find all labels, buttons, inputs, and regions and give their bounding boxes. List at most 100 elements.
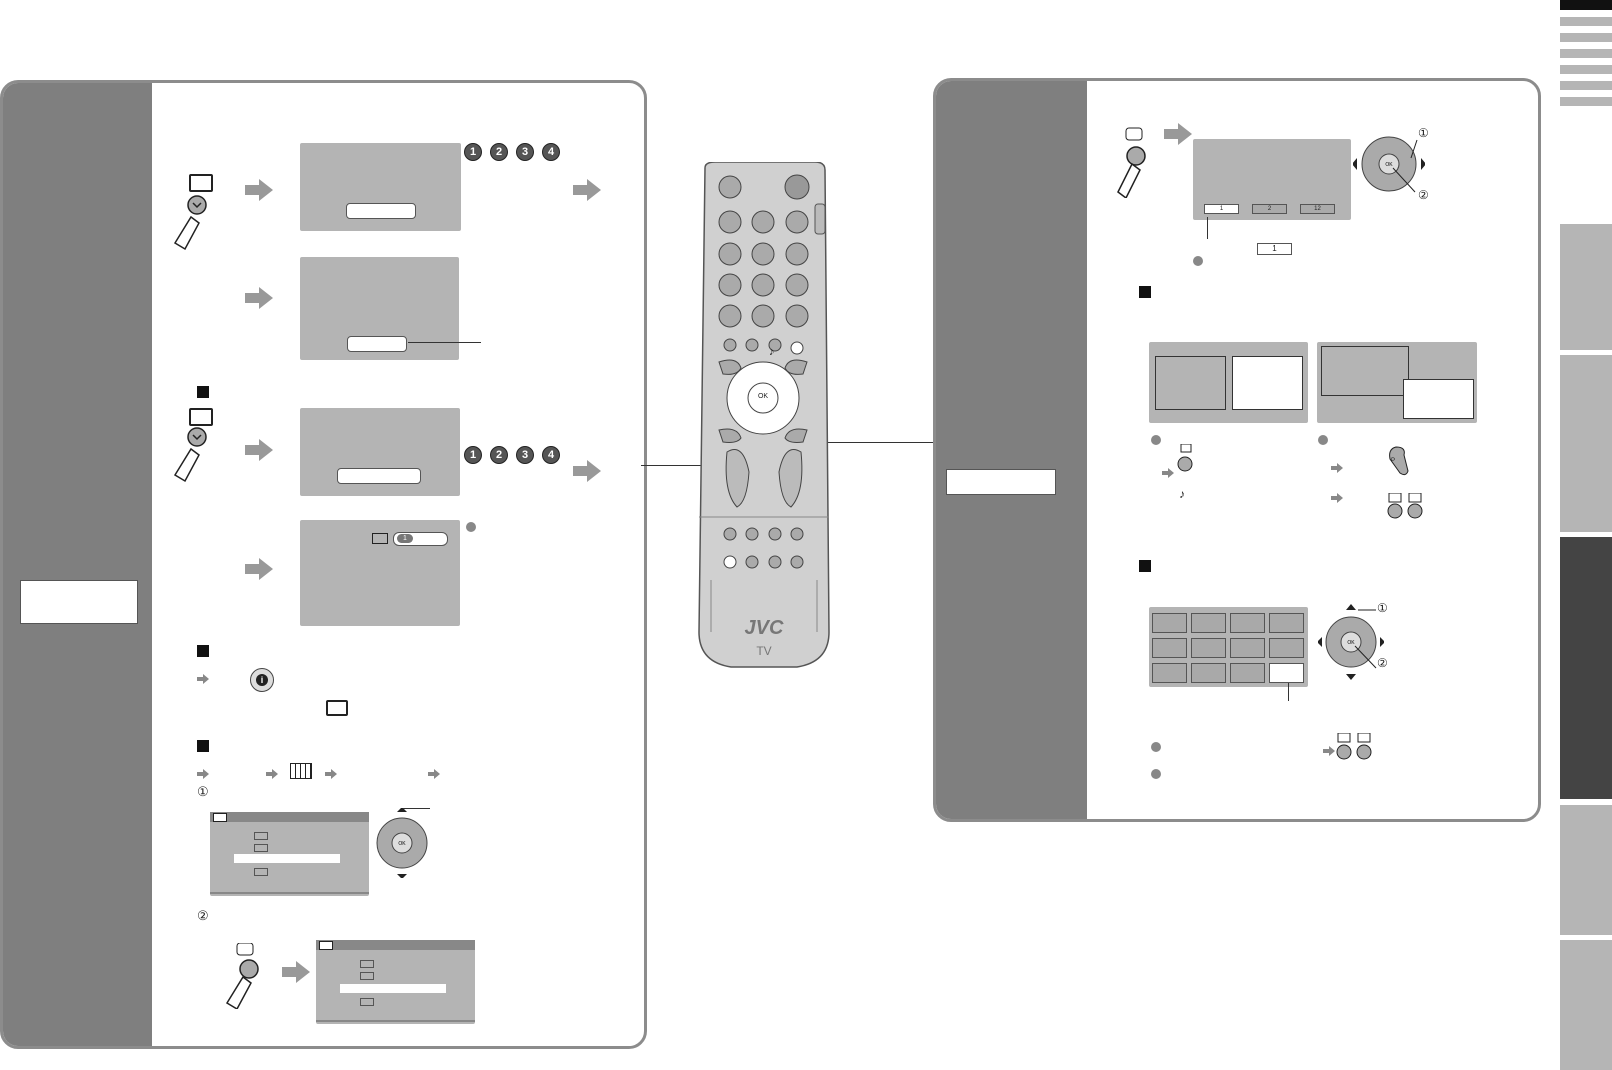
section-tab-active [1560, 537, 1612, 799]
bullet-dot [466, 522, 476, 532]
connector-line-right [802, 442, 934, 443]
svg-text:OK: OK [398, 841, 406, 847]
index-grid-screen [1149, 607, 1308, 687]
edge-tab-6 [1560, 97, 1612, 106]
book-icon [254, 844, 268, 852]
section-tab-b [1560, 355, 1612, 532]
book-icon [189, 174, 213, 192]
up-down-buttons-icon [1335, 732, 1375, 761]
dpad-control: OK [375, 807, 429, 879]
left-panel: 1 2 3 4 1 2 3 4 1 i ① [0, 80, 647, 1049]
book-icon [254, 868, 268, 876]
section-tab-c [1560, 805, 1612, 935]
arrow-right-icon [428, 766, 440, 784]
edge-tab-5 [1560, 81, 1612, 90]
menu-highlight-row [340, 984, 446, 993]
edge-tab-black [1560, 0, 1612, 10]
circled-2-bottom: ② [1377, 656, 1388, 670]
arrow-right-icon [573, 179, 601, 206]
book-icon [326, 700, 348, 716]
arrow-right-icon [245, 179, 273, 206]
tv-screen-1 [300, 143, 461, 231]
section-tab-d [1560, 940, 1612, 1070]
number-button-1b: 1 [464, 446, 482, 464]
bullet-dot [1151, 769, 1161, 779]
edge-tab-2 [1560, 33, 1612, 42]
number-button-1: 1 [464, 143, 482, 161]
section-marker [197, 386, 209, 398]
teletext-screen: 1 2 12 [1193, 139, 1351, 220]
multi-page-icon [319, 941, 333, 950]
arrow-right-icon [325, 766, 337, 784]
menu-screen-1 [210, 812, 369, 896]
arrow-right-icon [197, 766, 209, 784]
bullet-dot [1151, 435, 1161, 445]
up-down-buttons-icon [1386, 492, 1426, 519]
remote-ok-label: OK [757, 393, 769, 400]
arrow-right-icon [266, 766, 278, 784]
connector-line-left [641, 465, 721, 466]
edge-tab-3 [1560, 49, 1612, 58]
book-icon [254, 832, 268, 840]
svg-text:OK: OK [1385, 162, 1393, 168]
music-note-icon: ♪ [769, 346, 775, 358]
number-button-4: 4 [542, 143, 560, 161]
book-icon [360, 960, 374, 968]
tv-screen-4: 1 [300, 520, 460, 626]
arrow-right-icon [282, 961, 310, 988]
section-tab-a [1560, 224, 1612, 350]
circled-1: ① [197, 784, 209, 799]
multi-page-icon [290, 763, 312, 779]
section-marker [1139, 286, 1151, 298]
arrow-right-icon [573, 460, 601, 487]
page-box-12: 12 [1300, 204, 1335, 214]
arrow-right-icon [1323, 743, 1335, 761]
left-sidebar-label-box [20, 580, 138, 624]
right-panel-sidebar [936, 81, 1087, 819]
page-box-2: 2 [1252, 204, 1287, 214]
arrow-right-icon [245, 558, 273, 585]
split-screen-a [1149, 342, 1308, 423]
dpad-control: OK [1352, 124, 1426, 202]
arrow-right-icon [245, 287, 273, 314]
remote-brand-logo: JVC [744, 617, 784, 639]
right-sidebar-label-box [946, 469, 1056, 495]
bullet-dot [1193, 256, 1203, 266]
tv-screen-2 [300, 257, 459, 360]
callout-line [403, 808, 430, 809]
dpad-control: OK [1317, 604, 1385, 680]
section-marker [197, 740, 209, 752]
left-panel-sidebar [3, 83, 152, 1046]
split-button-icon [1176, 443, 1196, 474]
page-indicator-bar: 1 [393, 532, 448, 546]
multi-page-icon [213, 813, 227, 822]
info-icon: i [250, 668, 274, 692]
hand-press-icon [223, 942, 263, 1011]
screen-1-button [346, 203, 416, 219]
number-button-3b: 3 [516, 446, 534, 464]
section-marker [1139, 560, 1151, 572]
book-icon [372, 533, 388, 544]
program-label: P [1391, 458, 1396, 464]
arrow-right-icon [1164, 123, 1192, 150]
split-screen-b [1317, 342, 1477, 423]
page-box-1: 1 [1204, 204, 1239, 214]
page-caption-box: 1 [1257, 243, 1292, 255]
book-icon [360, 972, 374, 980]
arrow-right-icon [197, 671, 209, 689]
screen-3-button [337, 468, 421, 484]
program-button-icon [1386, 445, 1410, 477]
arrow-right-icon [1162, 465, 1174, 483]
callout-line [408, 342, 481, 343]
screen-2-button [347, 336, 407, 352]
menu-highlight-row [234, 854, 340, 863]
hand-press-icon [171, 425, 211, 485]
index-grid-selected-cell [1269, 663, 1304, 683]
svg-text:OK: OK [1347, 640, 1355, 646]
callout-line [1207, 217, 1208, 239]
number-button-2b: 2 [490, 446, 508, 464]
hand-press-icon [171, 193, 211, 253]
page-indicator: 1 [397, 534, 413, 543]
right-panel: 1 2 12 1 OK ① ② ♪ P [933, 78, 1541, 822]
book-icon [189, 408, 213, 426]
